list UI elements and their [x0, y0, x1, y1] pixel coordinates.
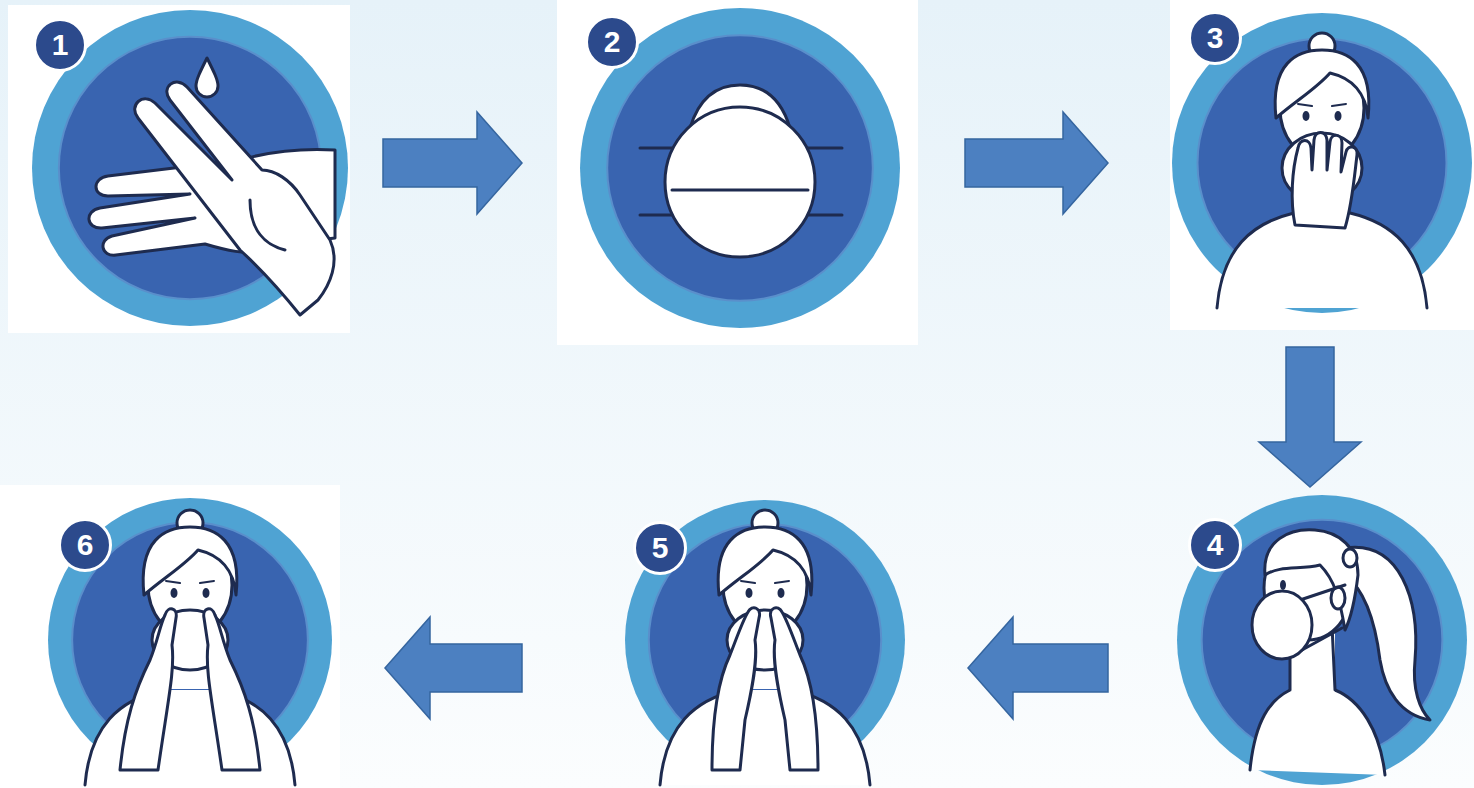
- step-number: 4: [1188, 518, 1242, 572]
- outer-ring: [580, 8, 900, 328]
- block-arrow: [385, 617, 522, 719]
- step-circle: 1: [0, 0, 383, 347]
- block-arrow: [1259, 347, 1361, 487]
- step-number: 3: [1188, 11, 1242, 65]
- white-panel: [1170, 0, 1474, 330]
- circle-outline: [1108, 0, 1474, 347]
- step-number: 5: [633, 521, 687, 575]
- step-circle: 3: [1108, 0, 1474, 347]
- block-arrow: [968, 617, 1108, 719]
- step-illustration: [640, 85, 842, 257]
- white-panel: [557, 0, 918, 345]
- inner-disc: [607, 35, 873, 301]
- block-arrow: [383, 112, 522, 214]
- step-number: 2: [585, 15, 639, 69]
- step-illustration: [1217, 33, 1427, 308]
- outer-ring: [1177, 495, 1467, 785]
- block-arrow: [965, 112, 1108, 214]
- step-illustration: [89, 58, 335, 315]
- circle-outline: [522, 487, 968, 788]
- circle-outline: [1108, 487, 1474, 788]
- step-number: 1: [33, 18, 87, 72]
- step-circle: 6: [0, 487, 385, 788]
- step-circle: 5: [522, 487, 968, 788]
- step-circle: 2: [522, 0, 965, 347]
- step-circle: 4: [1108, 487, 1474, 788]
- step-number: 6: [58, 518, 112, 572]
- circle-outline: [0, 487, 385, 788]
- step-illustration: [85, 510, 295, 785]
- white-panel: [8, 5, 350, 333]
- step-illustration: [1250, 530, 1430, 775]
- step-illustration: [660, 510, 870, 785]
- white-panel: [0, 485, 340, 788]
- outer-ring: [32, 10, 348, 326]
